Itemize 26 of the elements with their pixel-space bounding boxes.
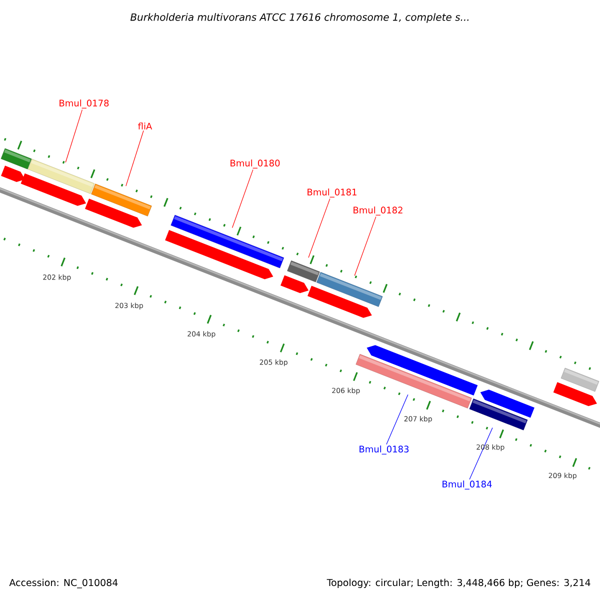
leader-line	[308, 198, 330, 258]
gene-block	[20, 173, 86, 206]
gene-label: Bmul_0182	[354, 206, 402, 216]
gene-label: Bmul_0180	[230, 160, 280, 168]
summary-text: Topology: circular; Length: 3,448,466 bp; Genes: 3,214	[326, 578, 590, 588]
gene-label: Bmul_0184	[442, 480, 492, 490]
gene-block	[553, 382, 597, 406]
gene-bar	[0, 148, 32, 170]
leader-line	[232, 169, 254, 228]
gene-label: fliA	[138, 122, 152, 130]
leader-line	[386, 394, 408, 445]
title: Burkholderia multivorans ATCC 17616 chromosome 1, complete s...	[130, 13, 468, 23]
gene-block	[85, 198, 142, 228]
gene-label: Bmul_0183	[360, 446, 409, 454]
gene-label: Bmul_0181	[308, 188, 356, 198]
leader-line	[354, 216, 376, 276]
gene-block	[366, 345, 478, 396]
gene-block	[480, 390, 534, 418]
gene-block	[165, 230, 274, 280]
accession-text: Accession: NC_010084	[9, 578, 118, 588]
leader-line	[469, 428, 493, 480]
gene-block	[280, 275, 309, 294]
gene-block	[1, 166, 26, 182]
gene-label: Bmul_0178	[60, 100, 109, 108]
gene-block	[308, 286, 372, 318]
leader-line	[65, 109, 83, 163]
